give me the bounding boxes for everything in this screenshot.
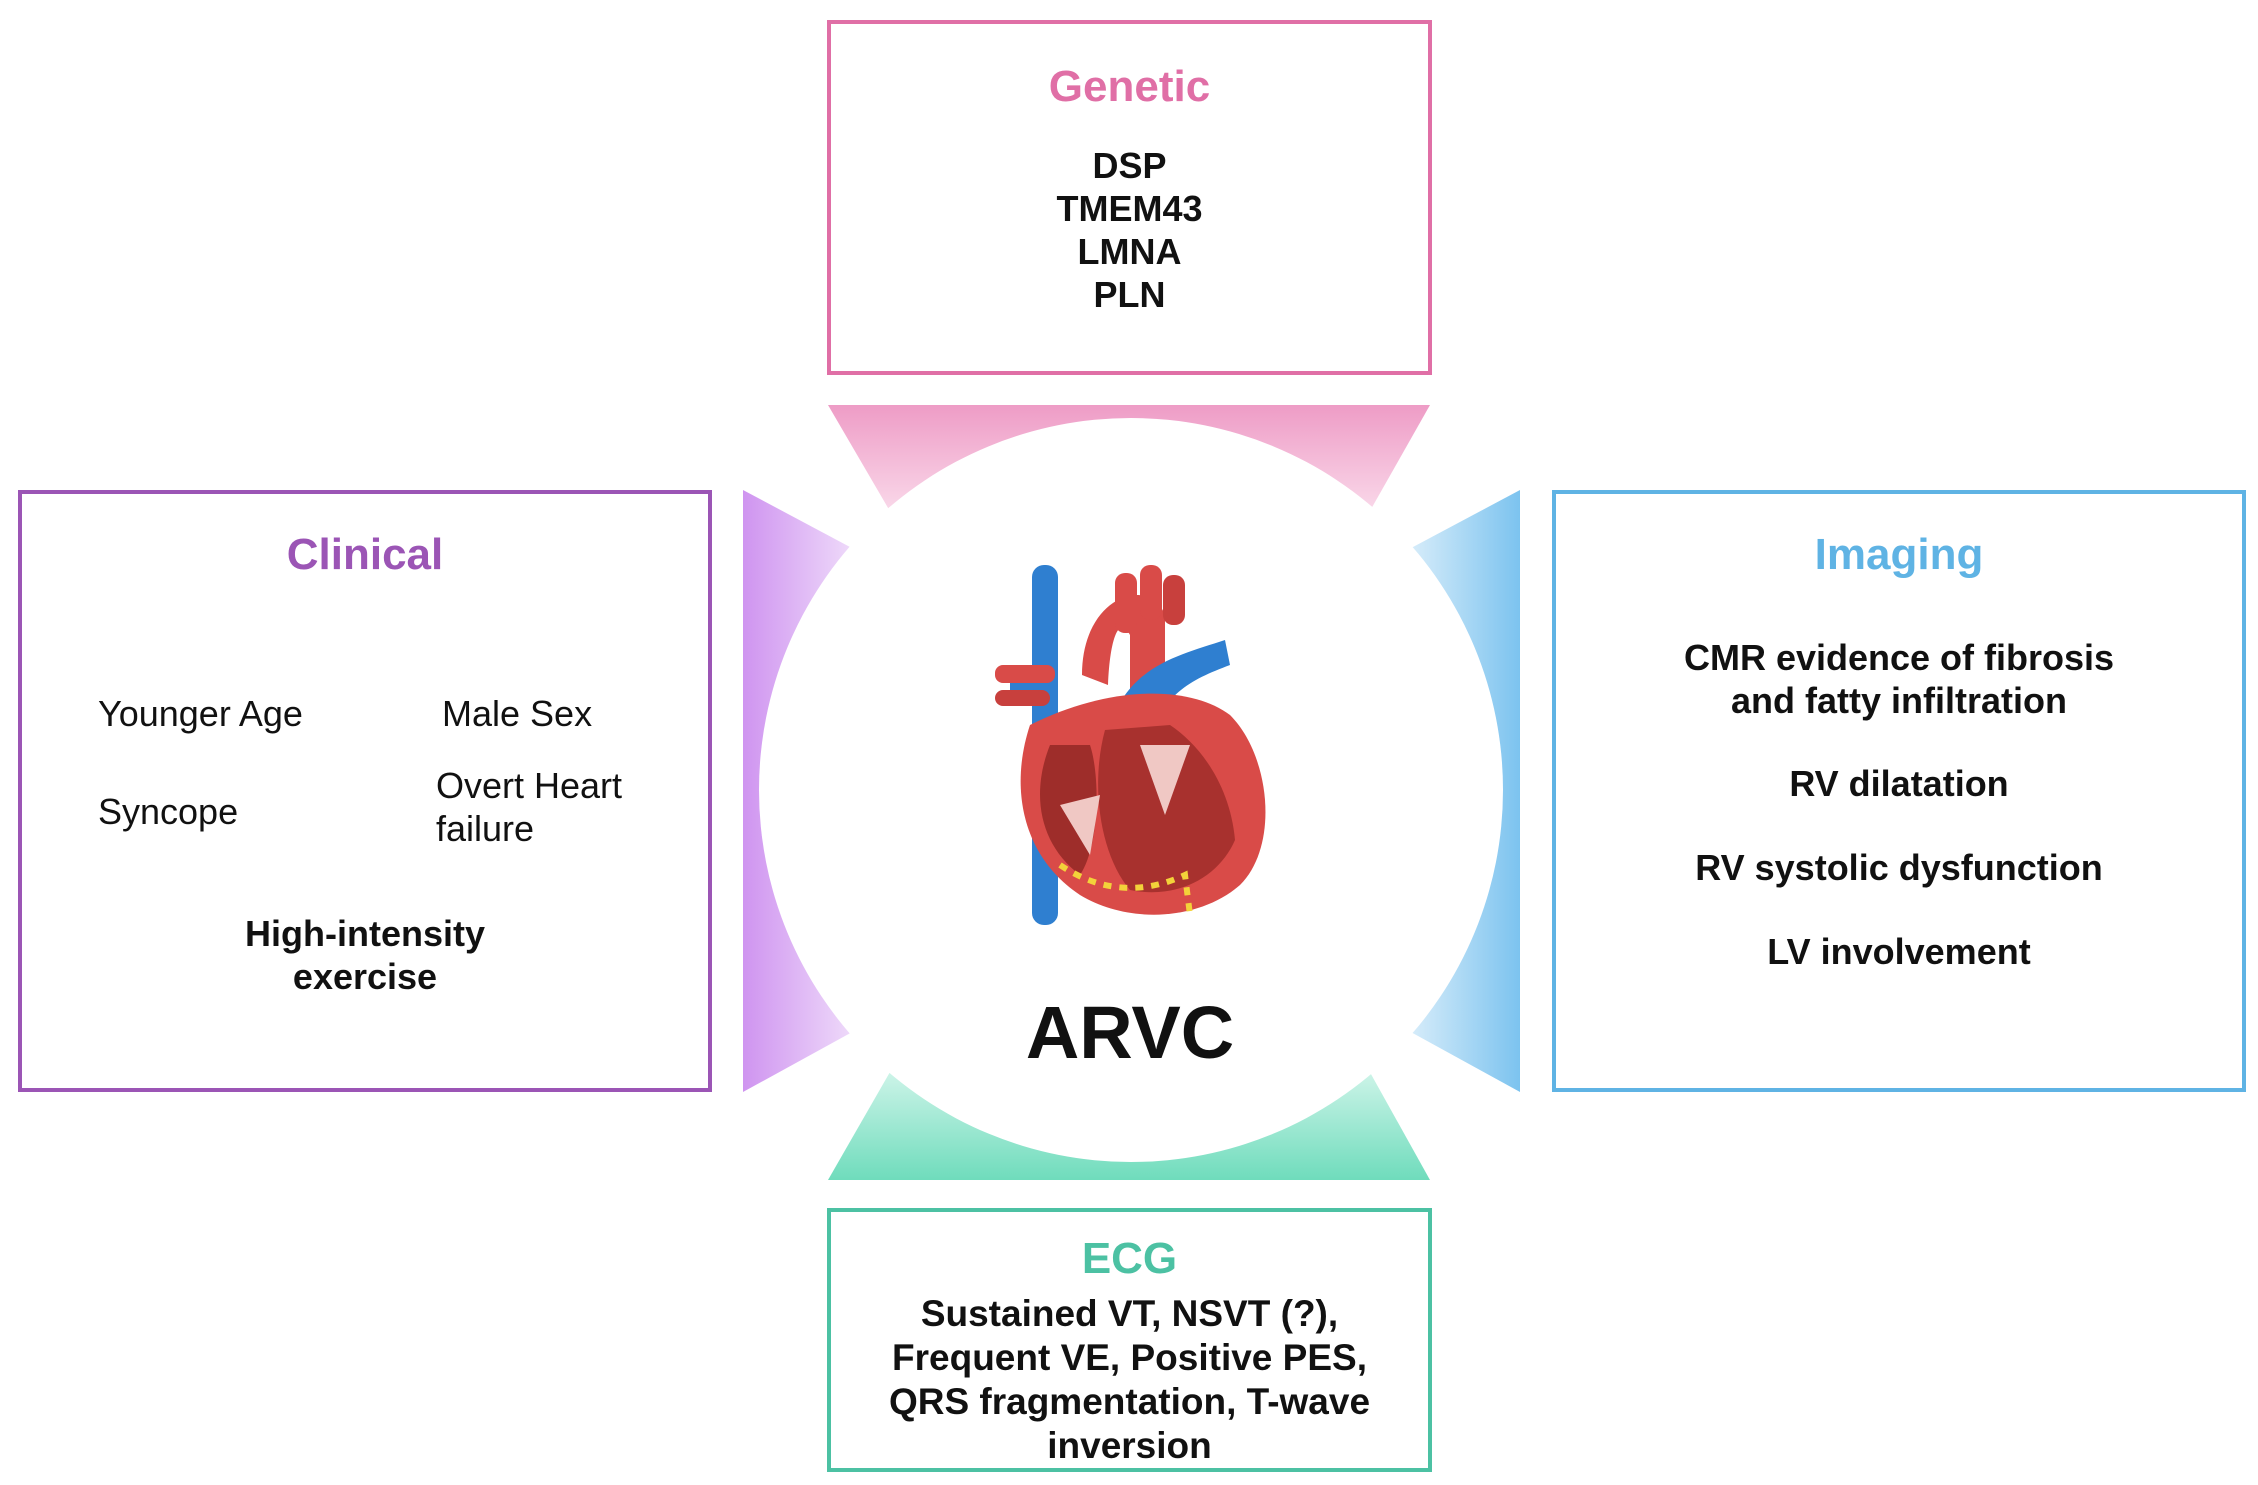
imaging-item-line: CMR evidence of fibrosis bbox=[1683, 637, 2115, 678]
imaging-item-cmr: CMR evidence of fibrosis and fatty infil… bbox=[1556, 636, 2242, 722]
ecg-title: ECG bbox=[1081, 1234, 1178, 1283]
imaging-item-rv-dilatation: RV dilatation bbox=[1789, 763, 2009, 804]
genetic-item: DSP bbox=[1092, 145, 1167, 186]
imaging-item-line: and fatty infiltration bbox=[1731, 680, 2067, 721]
clinical-item-overt-heart-failure: Overt Heart failure bbox=[436, 764, 622, 850]
imaging-box: Imaging CMR evidence of fibrosis and fat… bbox=[1552, 490, 2246, 1092]
ecg-box: ECG Sustained VT, NSVT (?), Frequent VE,… bbox=[827, 1208, 1432, 1472]
imaging-item-rv-systolic-dysfunction: RV systolic dysfunction bbox=[1695, 847, 2103, 888]
heart-anatomy-icon bbox=[995, 565, 1266, 925]
genetic-item: TMEM43 bbox=[1056, 188, 1203, 229]
clinical-item-line: exercise bbox=[292, 956, 438, 997]
clinical-item-male-sex: Male Sex bbox=[442, 693, 593, 734]
center-label: ARVC bbox=[1025, 991, 1235, 1074]
clinical-box: Clinical Younger Age Male Sex Syncope Ov… bbox=[18, 490, 712, 1092]
clinical-item-line: failure bbox=[436, 808, 535, 849]
ecg-line: Sustained VT, NSVT (?), bbox=[920, 1293, 1339, 1334]
imaging-title: Imaging bbox=[1814, 530, 1984, 579]
genetic-title: Genetic bbox=[1048, 62, 1211, 111]
genetic-box: Genetic DSP TMEM43 LMNA PLN bbox=[827, 20, 1432, 375]
clinical-item-younger-age: Younger Age bbox=[98, 693, 303, 734]
clinical-item-syncope: Syncope bbox=[98, 791, 239, 832]
ecg-line: Frequent VE, Positive PES, bbox=[892, 1337, 1367, 1378]
clinical-title: Clinical bbox=[286, 530, 444, 579]
clinical-item-line: High-intensity bbox=[245, 913, 485, 954]
ecg-line: QRS fragmentation, T-wave bbox=[888, 1381, 1371, 1422]
imaging-item-lv-involvement: LV involvement bbox=[1767, 931, 2031, 972]
clinical-item-line: Overt Heart bbox=[436, 765, 623, 806]
genetic-list: DSP TMEM43 LMNA PLN bbox=[831, 144, 1428, 316]
clinical-item-high-intensity-exercise: High-intensity exercise bbox=[22, 912, 708, 998]
genetic-item: LMNA bbox=[1077, 231, 1182, 272]
ecg-line: inversion bbox=[1047, 1425, 1212, 1466]
genetic-item: PLN bbox=[1093, 274, 1166, 315]
ecg-findings: Sustained VT, NSVT (?), Frequent VE, Pos… bbox=[831, 1292, 1428, 1468]
